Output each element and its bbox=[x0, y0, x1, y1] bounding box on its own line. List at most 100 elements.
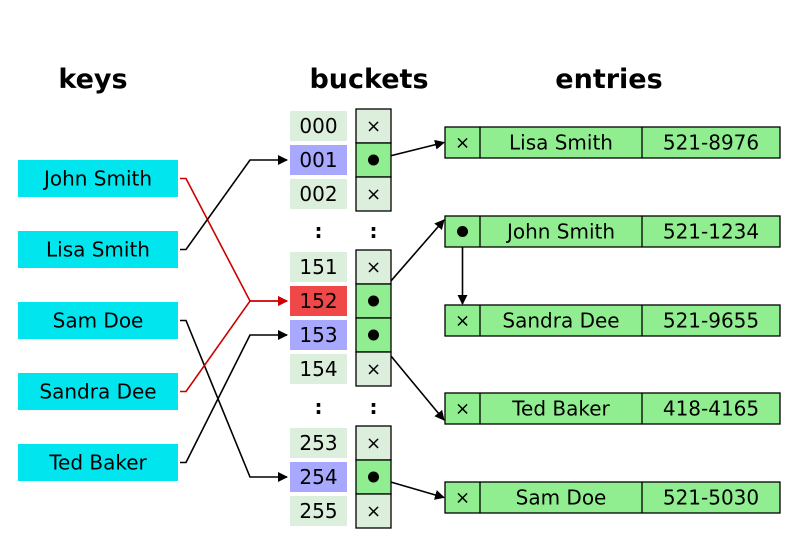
bucket-group-2: 253 × 254 255 × bbox=[290, 425, 392, 529]
entry-sam-doe: × Sam Doe 521-5030 bbox=[444, 481, 781, 514]
bucket-index-box bbox=[290, 462, 347, 492]
bucket-253: 253 × bbox=[290, 425, 392, 461]
entry-phone: 418-4165 bbox=[663, 397, 759, 421]
key-label: Sandra Dee bbox=[39, 380, 156, 404]
bucket-000: 000 × bbox=[290, 108, 392, 144]
key-lisa-smith: Lisa Smith bbox=[18, 231, 178, 268]
entry-name: John Smith bbox=[505, 220, 615, 244]
keys-header: keys bbox=[58, 64, 127, 95]
bucket-slot bbox=[355, 249, 392, 285]
bucket-index-box bbox=[290, 354, 347, 384]
hash-link-lisa-smith bbox=[180, 155, 288, 251]
bucket-254: 254 bbox=[290, 459, 392, 495]
empty-slot-icon: × bbox=[366, 257, 381, 278]
key-label: Ted Baker bbox=[48, 451, 147, 475]
key-sam-doe: Sam Doe bbox=[18, 302, 178, 339]
bucket-index-label: 152 bbox=[299, 289, 337, 313]
empty-next-icon: × bbox=[455, 488, 470, 509]
slot-ellipsis: : bbox=[370, 395, 378, 419]
entry-phone: 521-8976 bbox=[663, 131, 759, 155]
bucket-151: 151 × bbox=[290, 249, 392, 285]
empty-slot-icon: × bbox=[366, 116, 381, 137]
pointer-dot-icon bbox=[457, 226, 468, 237]
hash-link-ted-baker bbox=[180, 330, 288, 464]
entry-phone: 521-1234 bbox=[663, 220, 759, 244]
key-sandra-dee: Sandra Dee bbox=[18, 373, 178, 410]
empty-slot-icon: × bbox=[366, 433, 381, 454]
entry-box bbox=[444, 392, 781, 425]
empty-slot-icon: × bbox=[366, 501, 381, 522]
entry-john-smith: John Smith 521-1234 bbox=[444, 215, 781, 248]
entry-phone: 521-5030 bbox=[663, 486, 759, 510]
key-label: Lisa Smith bbox=[46, 238, 150, 262]
bucket-002: 002 × bbox=[290, 176, 392, 212]
bucket-index-box bbox=[290, 286, 347, 316]
entry-name: Sandra Dee bbox=[502, 309, 619, 333]
bucket-index-label: 254 bbox=[299, 465, 337, 489]
slot-ellipsis: : bbox=[370, 219, 378, 243]
bucket-001: 001 bbox=[290, 142, 392, 178]
hash-link-sam-doe bbox=[180, 319, 288, 482]
bucket-index-box bbox=[290, 320, 347, 350]
bucket-index-label: 153 bbox=[299, 323, 337, 347]
bucket-slot bbox=[355, 108, 392, 144]
empty-next-icon: × bbox=[455, 311, 470, 332]
key-john-smith: John Smith bbox=[18, 160, 178, 197]
pointer-dot-icon bbox=[368, 329, 379, 341]
pointer-dot-icon bbox=[368, 471, 379, 483]
bucket-152: 152 bbox=[290, 283, 392, 319]
empty-slot-icon: × bbox=[366, 184, 381, 205]
key-box bbox=[18, 373, 178, 410]
bucket-group-1: 151 × 152 153 154 × bbox=[290, 249, 392, 387]
empty-slot-icon: × bbox=[366, 359, 381, 380]
entries-header: entries bbox=[555, 64, 662, 95]
pointer-dot-icon bbox=[368, 295, 379, 307]
bucket-index-label: 000 bbox=[299, 114, 337, 138]
bucket-index-label: 253 bbox=[299, 431, 337, 455]
key-label: Sam Doe bbox=[53, 309, 144, 333]
bucket-slot bbox=[355, 351, 392, 387]
bucket-ellipsis: : bbox=[315, 219, 323, 243]
key-box bbox=[18, 231, 178, 268]
key-label: John Smith bbox=[42, 167, 152, 191]
bucket-index-label: 151 bbox=[299, 255, 337, 279]
bucket-255: 255 × bbox=[290, 493, 392, 529]
bucket-index-label: 255 bbox=[299, 499, 337, 523]
bucket-group-0: 000 × 001 002 × bbox=[290, 108, 392, 212]
key-box bbox=[18, 444, 178, 481]
bucket-index-box bbox=[290, 111, 347, 141]
entry-name: Sam Doe bbox=[516, 486, 607, 510]
entry-box bbox=[444, 215, 781, 248]
entry-box bbox=[444, 481, 781, 514]
bucket-ellipsis: : bbox=[315, 395, 323, 419]
hash-link-john-smith bbox=[180, 177, 288, 306]
buckets-header: buckets bbox=[309, 64, 428, 95]
pointer-dot-icon bbox=[368, 154, 379, 166]
key-box bbox=[18, 160, 178, 197]
bucket-154: 154 × bbox=[290, 351, 392, 387]
bucket-153: 153 bbox=[290, 317, 392, 353]
entry-box bbox=[444, 304, 781, 337]
bucket-slot bbox=[355, 176, 392, 212]
empty-next-icon: × bbox=[455, 133, 470, 154]
bucket-index-box bbox=[290, 252, 347, 282]
entry-name: Ted Baker bbox=[511, 397, 610, 421]
empty-next-icon: × bbox=[455, 399, 470, 420]
entry-ted-baker: × Ted Baker 418-4165 bbox=[444, 392, 781, 425]
key-box bbox=[18, 302, 178, 339]
key-ted-baker: Ted Baker bbox=[18, 444, 178, 481]
bucket-index-box bbox=[290, 428, 347, 458]
bucket-index-box bbox=[290, 496, 347, 526]
bucket-index-label: 001 bbox=[299, 148, 337, 172]
bucket-index-label: 154 bbox=[299, 357, 337, 381]
hash-link-sandra-dee bbox=[180, 296, 288, 393]
bucket-index-box bbox=[290, 145, 347, 175]
bucket-index-label: 002 bbox=[299, 182, 337, 206]
bucket-index-box bbox=[290, 179, 347, 209]
